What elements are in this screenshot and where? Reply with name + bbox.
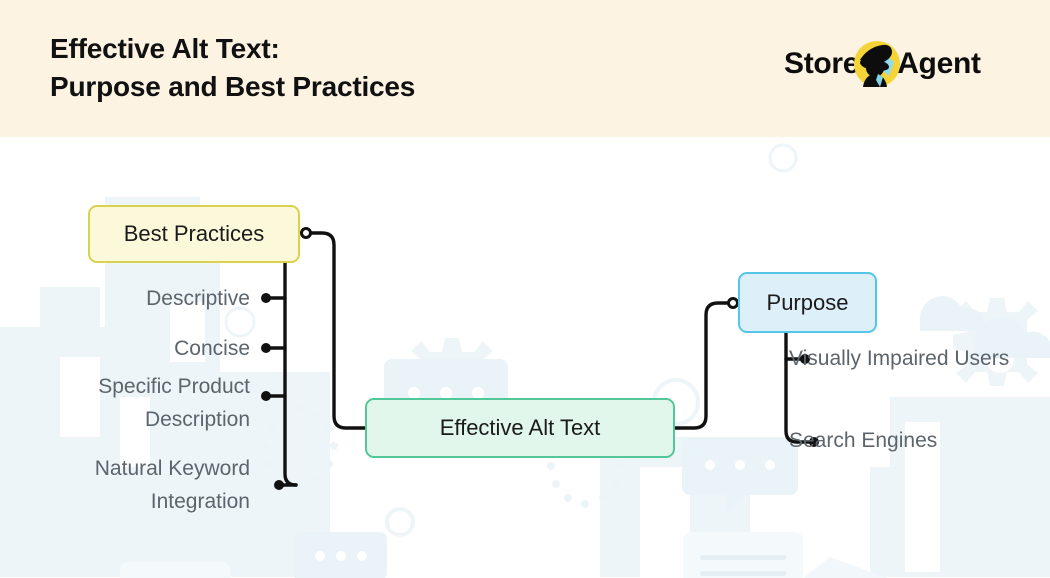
mindmap-diagram: Best Practices Effective Alt Text Purpos… <box>0 137 1050 578</box>
leaf-descriptive[interactable]: Descriptive <box>146 287 250 310</box>
node-best-practices[interactable]: Best Practices <box>88 205 300 263</box>
detective-badge-icon <box>851 38 903 90</box>
leaf-concise[interactable]: Concise <box>174 337 250 360</box>
logo-word-agent: Agent <box>897 47 981 80</box>
connector-port-best-practices <box>300 227 312 239</box>
leaf-natural-keyword-integration[interactable]: Natural Keyword Integration <box>94 457 250 513</box>
mindmap-connectors <box>261 227 819 490</box>
node-effective-alt-text-label: Effective Alt Text <box>439 415 601 440</box>
leaf-specific-product-description[interactable]: Specific Product Description <box>98 375 250 431</box>
brand-logo: Store Agent <box>784 38 1006 90</box>
connector-purpose-trunk <box>784 331 799 444</box>
page-title: Effective Alt Text: Purpose and Best Pra… <box>50 33 416 103</box>
connector-dots <box>261 293 819 490</box>
node-purpose[interactable]: Purpose <box>738 272 877 333</box>
leaf-visually-impaired-users[interactable]: Visually Impaired Users <box>789 347 1010 370</box>
logo-word-store: Store <box>784 47 860 80</box>
connector-best-practices-to-center <box>306 231 367 430</box>
header-band: Effective Alt Text: Purpose and Best Pra… <box>0 0 1050 137</box>
node-best-practices-label: Best Practices <box>123 221 265 246</box>
connector-port-purpose <box>727 297 739 309</box>
connector-best-practices-trunk <box>283 261 298 487</box>
node-effective-alt-text[interactable]: Effective Alt Text <box>365 398 675 458</box>
node-purpose-label: Purpose <box>766 289 849 315</box>
connector-center-to-purpose <box>673 301 732 430</box>
leaf-search-engines[interactable]: Search Engines <box>789 429 938 452</box>
